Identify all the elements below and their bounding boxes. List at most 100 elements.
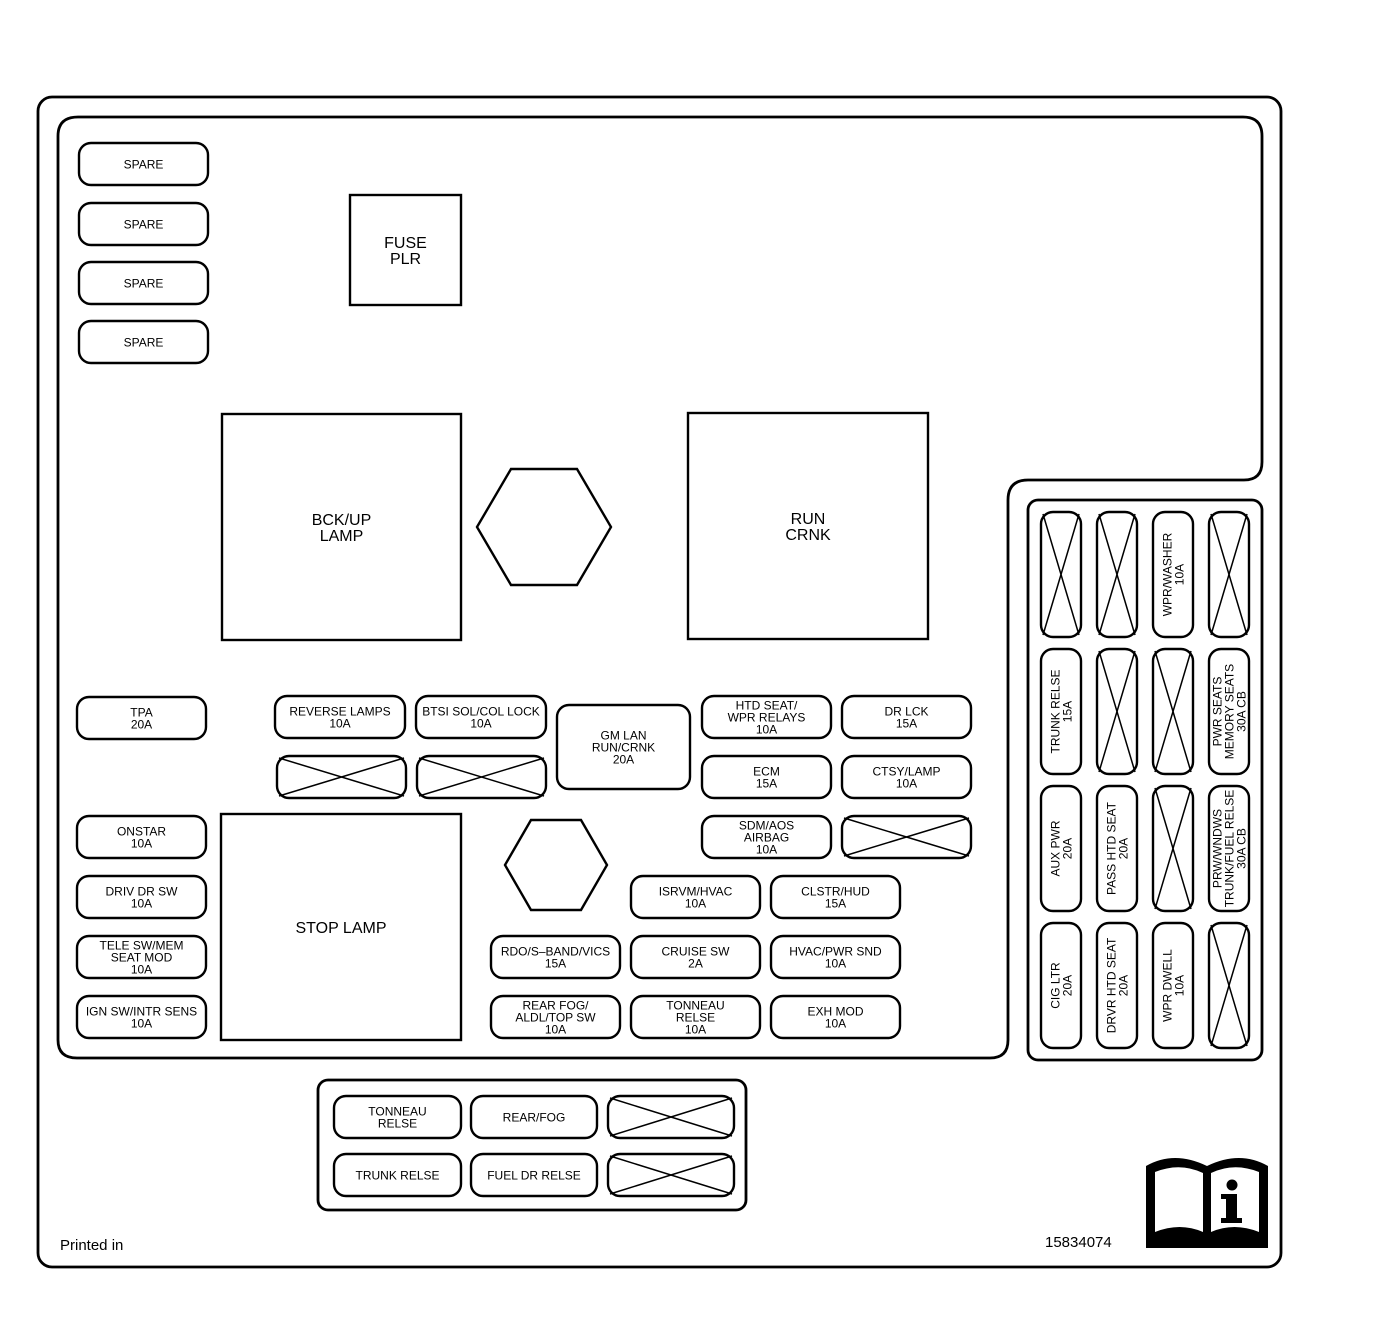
label-line: DR LCK xyxy=(884,704,928,718)
label-line: 10A xyxy=(329,716,350,730)
label-line: REAR/FOG xyxy=(503,1110,566,1124)
label-line: 30A CB xyxy=(1234,691,1248,732)
label-line: SDM/AOS xyxy=(739,818,794,832)
spare-fuse-slot: SPARE xyxy=(77,201,210,247)
fuse-drvr-htd-seat: DRVR HTD SEAT20A xyxy=(1095,921,1139,1050)
label-line: ECM xyxy=(753,764,780,778)
fuse-outline xyxy=(75,814,208,860)
label-line: 15A xyxy=(545,956,566,970)
empty-fuse-slot xyxy=(606,1094,736,1140)
empty-fuse-slot xyxy=(1039,510,1083,639)
label-line: 20A xyxy=(1060,975,1074,996)
slot-cross xyxy=(609,1155,733,1195)
label-line: TONNEAU xyxy=(666,998,724,1012)
empty-fuse-slot xyxy=(275,754,408,800)
printed-in-text: Printed in xyxy=(60,1237,123,1254)
label-line: TPA xyxy=(130,705,152,719)
label: PRW/WNDWSTRUNK/FUEL RELSE30A CB xyxy=(1210,790,1248,908)
label-line: 10A xyxy=(825,1016,846,1030)
fuse-outline xyxy=(700,754,833,800)
fuse-outline xyxy=(840,754,973,800)
label-line: 10A xyxy=(131,1016,152,1030)
label-line: RELSE xyxy=(378,1116,417,1130)
label-line: AIRBAG xyxy=(744,830,789,844)
label-line: 20A xyxy=(1116,975,1130,996)
empty-fuse-slot xyxy=(1207,921,1251,1050)
empty-fuse-slot xyxy=(1095,510,1139,639)
fuse-outline xyxy=(1151,510,1195,639)
fuse-outline xyxy=(75,994,208,1040)
fuse-outline xyxy=(1039,784,1083,913)
label-line: 10A xyxy=(131,896,152,910)
label-line: 10A xyxy=(1172,975,1186,996)
fuse-outline xyxy=(77,319,210,365)
fuse-outline xyxy=(769,874,902,920)
label-line: BCK/UP xyxy=(312,512,372,529)
fuse-outline xyxy=(1039,921,1083,1050)
fuse-outline xyxy=(77,201,210,247)
fuse-outline xyxy=(77,141,210,187)
label-line: TRUNK/FUEL RELSE xyxy=(1222,790,1236,908)
label-line: REVERSE LAMPS xyxy=(289,704,390,718)
slot-cross xyxy=(1098,513,1136,636)
spare-fuse-slot: SPARE xyxy=(77,141,210,187)
fuse-outline xyxy=(332,1094,463,1140)
part-number: 15834074 xyxy=(1045,1234,1112,1251)
label-line: GM LAN xyxy=(600,728,646,742)
fuse-cig-ltr: CIG LTR20A xyxy=(1039,921,1083,1050)
label-line: AUX PWR xyxy=(1048,820,1062,876)
label-line: FUSE xyxy=(384,235,427,252)
label-line: ISRVM/HVAC xyxy=(659,884,733,898)
label-line: HVAC/PWR SND xyxy=(789,944,882,958)
label-line: 20A xyxy=(1060,838,1074,859)
fuse-outline xyxy=(840,694,973,740)
slot-cross xyxy=(1210,513,1248,636)
fuse-outline xyxy=(332,1152,463,1198)
label-line: 10A xyxy=(756,722,777,736)
spare-fuse-slot: SPARE xyxy=(77,260,210,306)
label: SPARE xyxy=(124,276,164,290)
label: DRVR HTD SEAT20A xyxy=(1104,937,1130,1033)
label-line: BTSI SOL/COL LOCK xyxy=(422,704,540,718)
slot-cross xyxy=(278,757,405,797)
empty-fuse-slot xyxy=(415,754,548,800)
fuse-outline xyxy=(469,1152,599,1198)
label-line: PLR xyxy=(390,251,421,268)
empty-fuse-slot xyxy=(1095,647,1139,776)
empty-fuse-slot xyxy=(840,814,973,860)
label-line: 20A xyxy=(1116,838,1130,859)
fuse-outline xyxy=(273,694,407,740)
label: FUEL DR RELSE xyxy=(487,1168,581,1182)
label-line: SPARE xyxy=(124,217,164,231)
fuse-outline xyxy=(769,994,902,1040)
fuse-outline xyxy=(75,874,208,920)
fuse-pwr-seats: PWR SEATSMEMORY SEATS30A CB xyxy=(1207,647,1251,776)
label-line: SEAT MOD xyxy=(111,950,173,964)
mounting-stud-lower xyxy=(503,818,609,912)
label-line: TRUNK RELSE xyxy=(1048,669,1062,753)
slot-cross xyxy=(609,1097,733,1137)
fuse-outline xyxy=(1207,784,1251,913)
relay-panel xyxy=(316,1078,748,1212)
label-line: PRW/WNDWS xyxy=(1210,809,1224,888)
label-line: 20A xyxy=(131,717,152,731)
relay-rear-fog: REAR/FOG xyxy=(469,1094,599,1140)
label-line: 10A xyxy=(825,956,846,970)
fuse-outline xyxy=(555,703,692,791)
